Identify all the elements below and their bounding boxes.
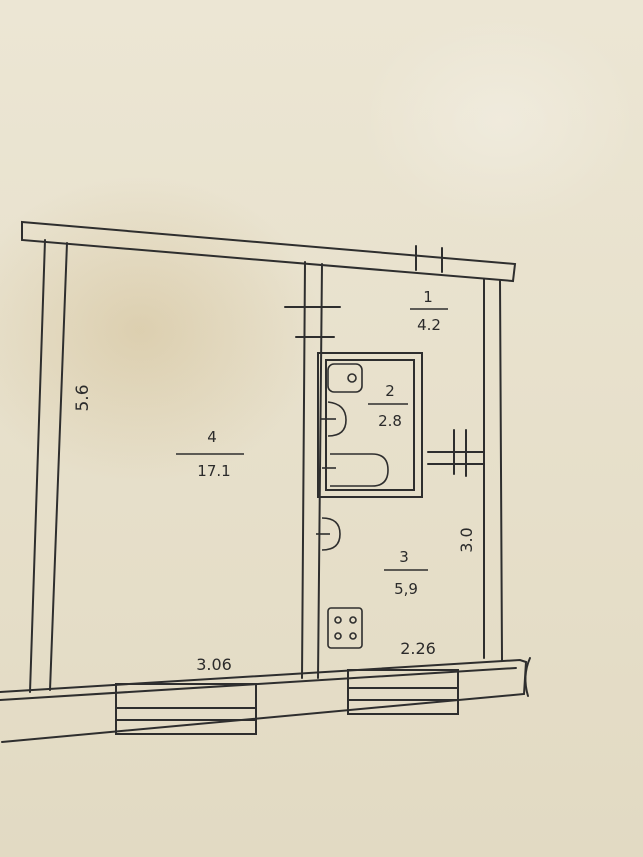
room-area: 5,9 xyxy=(394,580,418,598)
stove-icon xyxy=(327,607,363,649)
dimension-bottom-right-width: 2.26 xyxy=(400,639,436,658)
dimension-bottom-left-width: 3.06 xyxy=(196,655,232,674)
room-number: 2 xyxy=(385,382,395,400)
bottom-wall xyxy=(0,657,531,743)
room-labels: 1 4.2 2 2.8 3 5,9 4 17.1 xyxy=(176,288,448,598)
room-area: 17.1 xyxy=(197,462,230,480)
toilet-icon xyxy=(327,363,363,393)
room-1-label: 1 4.2 xyxy=(410,288,448,334)
partition-wall xyxy=(284,245,443,679)
room-3-label: 3 5,9 xyxy=(384,548,428,598)
dimension-labels: 5.6 3.0 3.06 2.26 xyxy=(73,384,476,674)
right-wall xyxy=(483,278,503,661)
window-left xyxy=(115,683,257,735)
room-number: 3 xyxy=(399,548,409,566)
room-area: 4.2 xyxy=(417,316,441,334)
left-wall xyxy=(29,239,68,693)
bathtub-icon xyxy=(322,453,389,487)
fixtures xyxy=(316,363,389,649)
top-wall xyxy=(21,220,517,283)
room-area: 2.8 xyxy=(378,412,402,430)
room-2-label: 2 2.8 xyxy=(368,382,408,430)
bathroom-walls xyxy=(317,352,485,498)
sink-icon xyxy=(320,401,347,437)
window-right xyxy=(347,669,459,715)
dimension-right-height: 3.0 xyxy=(457,527,476,552)
room-4-label: 4 17.1 xyxy=(176,428,244,480)
room-number: 4 xyxy=(207,428,217,446)
room-number: 1 xyxy=(423,288,433,306)
kitchen-sink-icon xyxy=(316,517,341,551)
dimension-left-height: 5.6 xyxy=(73,384,93,411)
